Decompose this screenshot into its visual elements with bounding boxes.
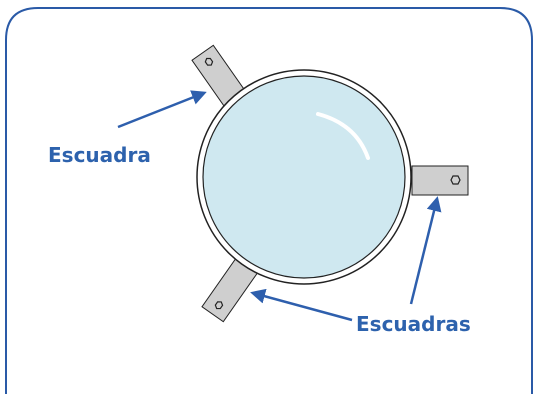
arrow-escuadras-right — [409, 196, 442, 305]
bracket-right — [411, 165, 469, 196]
bolt-icon — [450, 175, 461, 185]
bolt-icon — [214, 301, 224, 310]
bolt-icon — [204, 57, 214, 66]
arrow-escuadra — [117, 90, 207, 129]
label-escuadra: Escuadra — [48, 143, 151, 167]
arrow-escuadras-lower-left — [250, 288, 353, 322]
glass-highlight — [316, 112, 370, 160]
label-escuadras: Escuadras — [356, 312, 471, 336]
porthole-glass — [202, 75, 406, 279]
diagram-frame — [5, 7, 533, 394]
